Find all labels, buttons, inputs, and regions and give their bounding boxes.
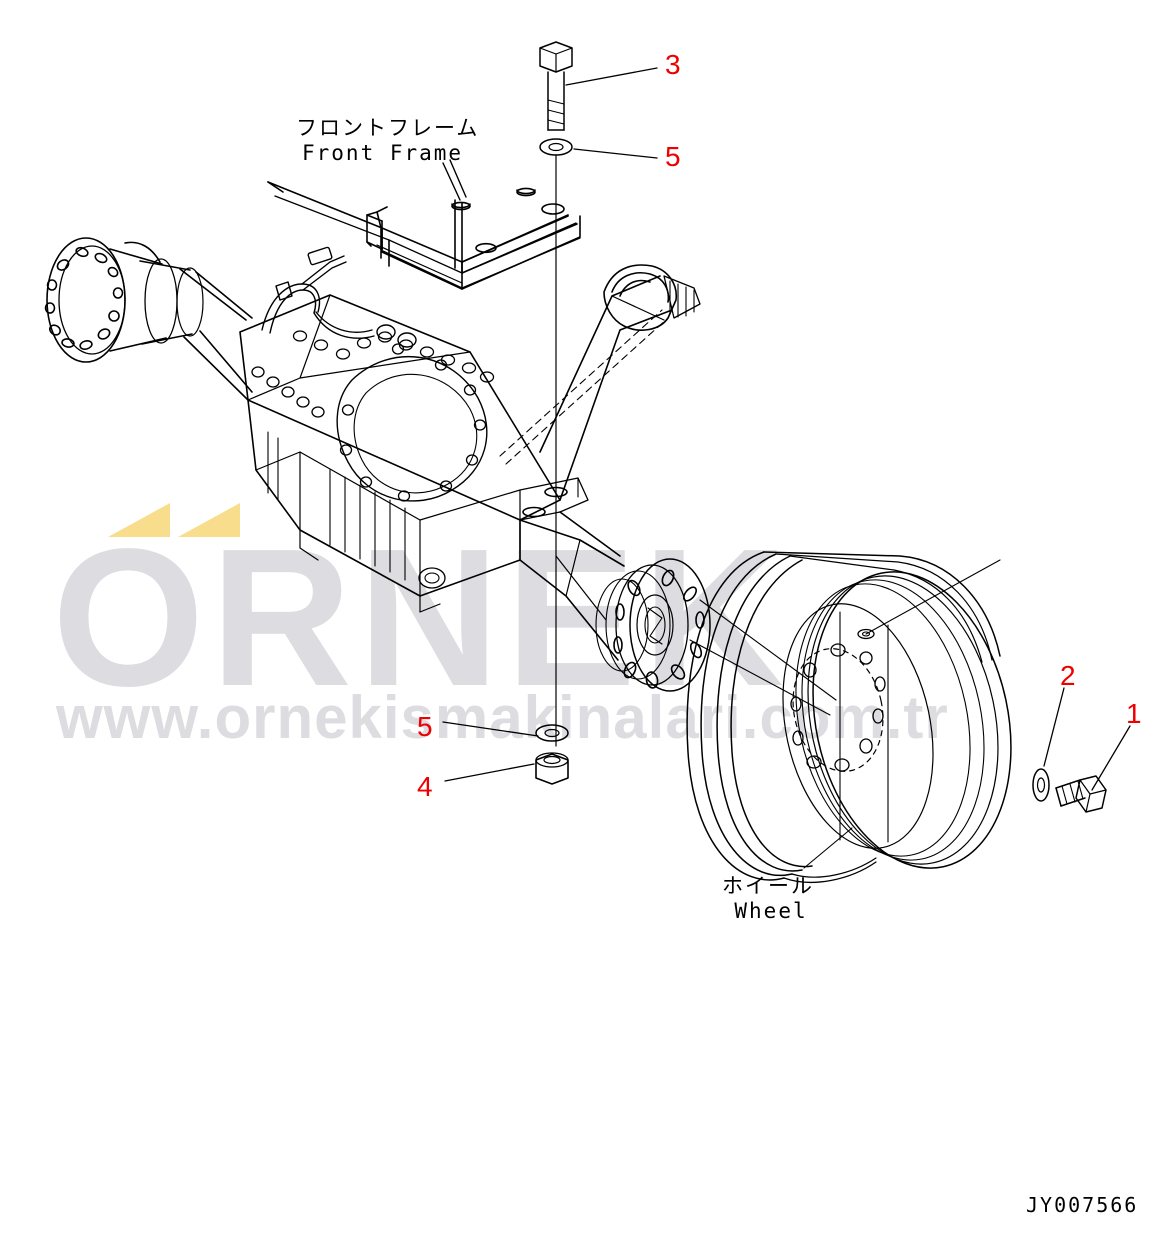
wheel-label-en: Wheel [734,898,808,923]
callout-number-3[interactable]: 3 [665,49,681,80]
differential-housing [239,294,589,613]
breather-hose [261,246,417,348]
axle-assembly [44,237,711,692]
front-frame-label-en: Front Frame [302,140,464,165]
callout-number-5-lower[interactable]: 5 [417,711,433,742]
washer-part-5-lower [535,724,569,742]
drawing-number: JY007566 [1026,1193,1139,1217]
front-frame-assembly [267,159,581,290]
axle-right-tube [499,264,701,501]
wheel-rim [686,551,1012,883]
nut-part-4 [535,752,569,785]
leader-lines [442,67,1131,869]
wheel-hub-flange [595,558,711,692]
axle-left-flange [44,237,253,401]
front-frame-label: フロントフレーム Front Frame [296,116,479,166]
front-frame-label-jp: フロントフレーム [296,116,480,140]
axle-right-arm [519,511,625,661]
washer-part-5-upper [539,138,573,156]
callout-number-2[interactable]: 2 [1060,660,1076,691]
callout-number-1[interactable]: 1 [1126,698,1142,729]
wheel-label: ホイール Wheel [722,874,814,924]
callout-number-5-upper[interactable]: 5 [665,141,681,172]
bolt-part-3 [539,41,573,131]
washer-part-2 [1032,768,1050,802]
bolt-part-1 [1055,775,1107,813]
wheel-label-jp: ホイール [722,874,814,898]
callout-number-4[interactable]: 4 [417,771,433,802]
